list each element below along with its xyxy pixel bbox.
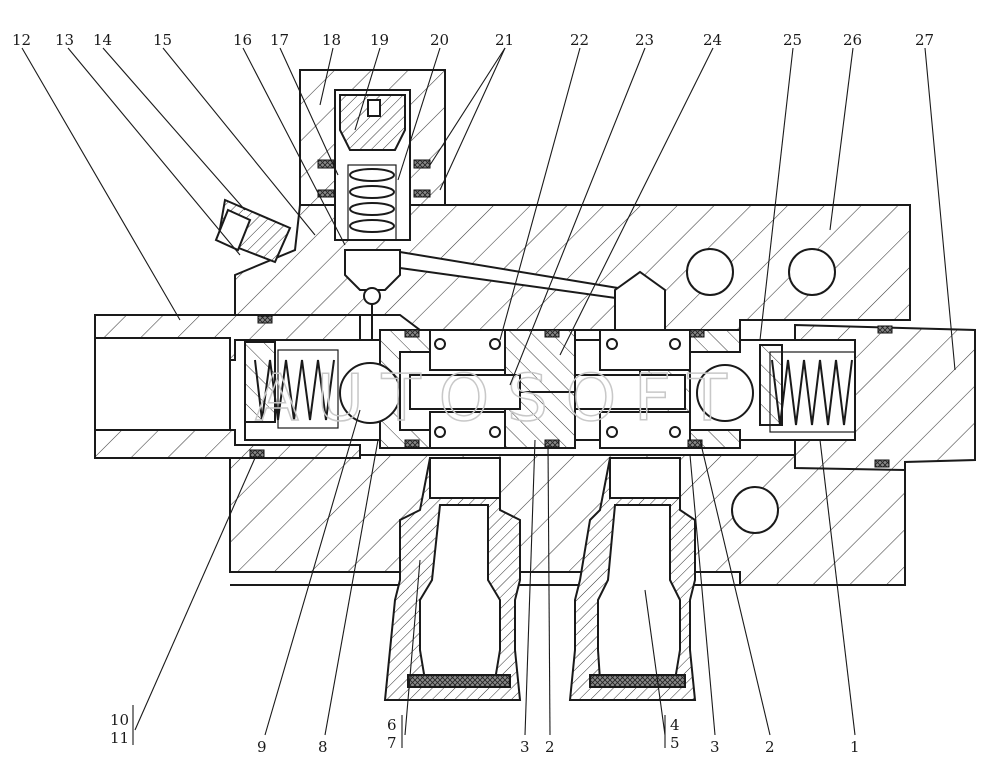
callout-6: 6	[387, 716, 397, 734]
callout-5: 5	[670, 734, 680, 752]
right-bottom-fitting	[568, 457, 697, 701]
watermark: AUTOSOFT	[255, 362, 745, 436]
callout-17: 17	[270, 31, 289, 49]
callout-15: 15	[153, 31, 172, 49]
bleeder-screw	[214, 198, 292, 264]
callout-3-right: 3	[710, 738, 720, 756]
callout-13: 13	[55, 31, 74, 49]
callout-21: 21	[495, 31, 514, 49]
callout-8: 8	[318, 738, 328, 756]
callout-20: 20	[430, 31, 449, 49]
callout-14: 14	[93, 31, 112, 49]
callout-4: 4	[670, 716, 680, 734]
relief-valve-cone	[344, 249, 401, 340]
callout-1: 1	[850, 738, 860, 756]
callout-26: 26	[843, 31, 862, 49]
callout-3-left: 3	[520, 738, 530, 756]
left-end-cap	[94, 314, 361, 459]
callout-11: 11	[110, 729, 129, 747]
callout-25: 25	[783, 31, 802, 49]
callout-7: 7	[387, 734, 397, 752]
labels-bottom: 10 11 9 8 6 7 3 2 4 5 3 2 1	[110, 711, 860, 756]
callout-10: 10	[110, 711, 129, 729]
pistons	[409, 374, 686, 410]
callout-2-left: 2	[545, 738, 555, 756]
callout-12: 12	[12, 31, 31, 49]
ball-valves	[339, 362, 754, 424]
port-holes	[686, 248, 836, 534]
callout-9: 9	[257, 738, 267, 756]
callout-24: 24	[703, 31, 722, 49]
upper-pushers	[429, 329, 691, 371]
callout-27: 27	[915, 31, 934, 49]
callout-19: 19	[370, 31, 389, 49]
leader-lines	[21, 47, 956, 748]
callout-16: 16	[233, 31, 252, 49]
callout-18: 18	[322, 31, 341, 49]
callout-2-right: 2	[765, 738, 775, 756]
right-spring	[769, 351, 856, 433]
o-rings	[249, 315, 893, 468]
lower-pushers	[429, 411, 691, 449]
callout-22: 22	[570, 31, 589, 49]
labels-top: 12 13 14 15 16 17 18 19 20 21 22 23 24 2…	[12, 31, 934, 49]
left-bottom-fitting	[383, 457, 522, 701]
relief-valve-spring	[347, 164, 397, 241]
left-spring	[254, 349, 339, 429]
callout-23: 23	[635, 31, 654, 49]
